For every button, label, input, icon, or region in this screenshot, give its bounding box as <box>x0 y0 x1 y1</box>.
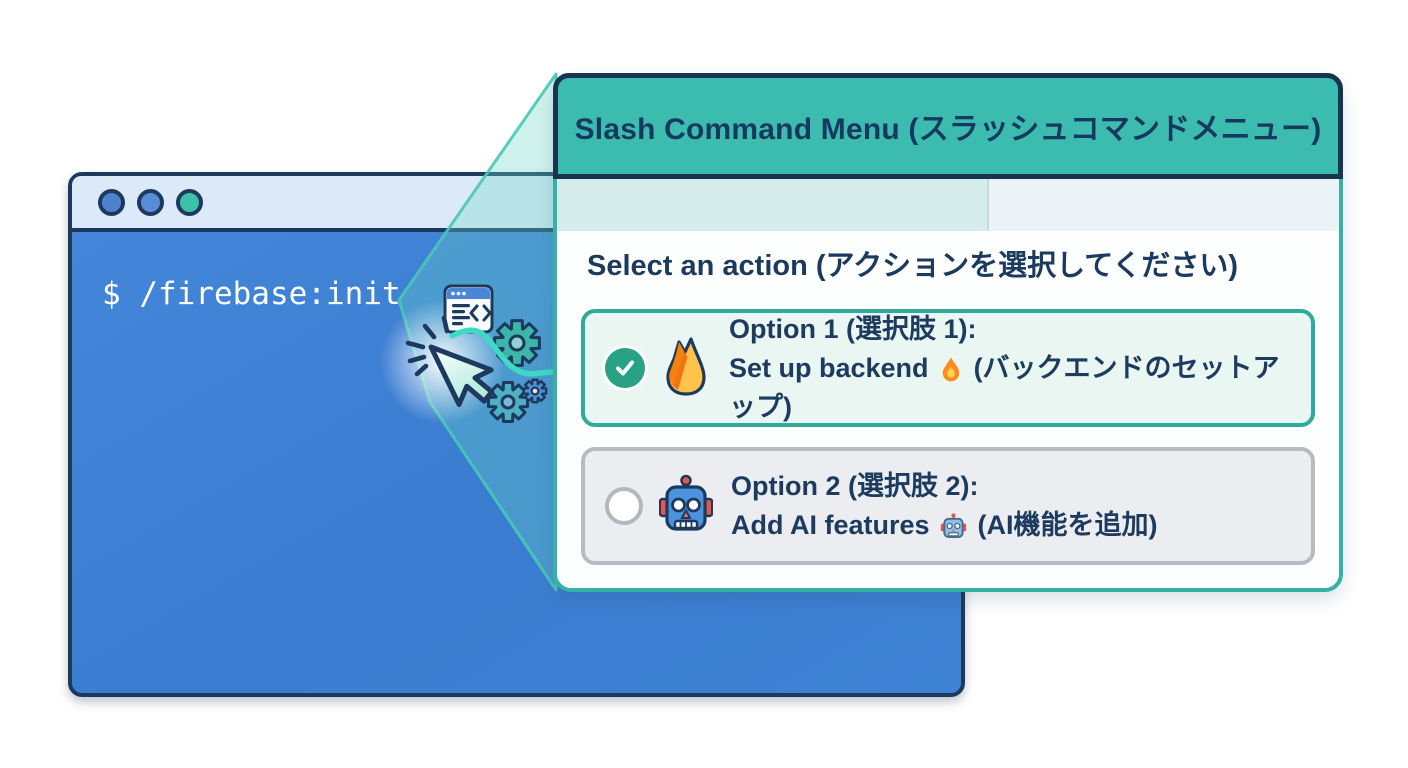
strip-right-pane <box>989 179 1339 231</box>
popup-content: Select an action (アクションを選択してください) Option… <box>557 231 1339 565</box>
window-control-dot-3[interactable] <box>176 188 203 216</box>
radio-circle-icon[interactable] <box>605 487 643 525</box>
popup-subheader-strip <box>557 179 1339 231</box>
robot-emoji <box>940 513 967 539</box>
window-control-dot-2[interactable] <box>137 188 164 216</box>
option-1-card[interactable]: Option 1 (選択肢 1): Set up backend (バックエンド… <box>581 309 1315 427</box>
firebase-flame-icon <box>661 335 711 402</box>
option-2-label: Option 2 (選択肢 2): Add AI features (AI機能を… <box>731 467 1158 545</box>
popup-title-bar: Slash Command Menu (スラッシュコマンドメニュー) <box>553 73 1343 179</box>
fire-emoji <box>942 356 960 381</box>
option-1-line1: Option 1 (選択肢 1): <box>729 313 977 344</box>
option-2-card[interactable]: Option 2 (選択肢 2): Add AI features (AI機能を… <box>581 447 1315 565</box>
strip-left-pane <box>557 179 989 231</box>
option-1-line2: Set up backend (バックエンドのセットアップ) <box>729 352 1280 422</box>
robot-icon <box>658 474 714 539</box>
select-action-heading: Select an action (アクションを選択してください) <box>587 250 1238 282</box>
option-1-label: Option 1 (選択肢 1): Set up backend (バックエンド… <box>729 310 1293 427</box>
check-circle-icon[interactable] <box>605 348 645 388</box>
slash-command-menu: Slash Command Menu (スラッシュコマンドメニュー) Selec… <box>553 73 1343 592</box>
popup-title: Slash Command Menu (スラッシュコマンドメニュー) <box>574 113 1322 146</box>
option-2-line1: Option 2 (選択肢 2): <box>731 471 979 501</box>
window-control-dot-1[interactable] <box>98 188 125 216</box>
terminal-prompt[interactable]: $ /firebase:init <box>102 276 401 312</box>
option-2-line2: Add AI features (AI機能を追加) <box>731 510 1158 540</box>
